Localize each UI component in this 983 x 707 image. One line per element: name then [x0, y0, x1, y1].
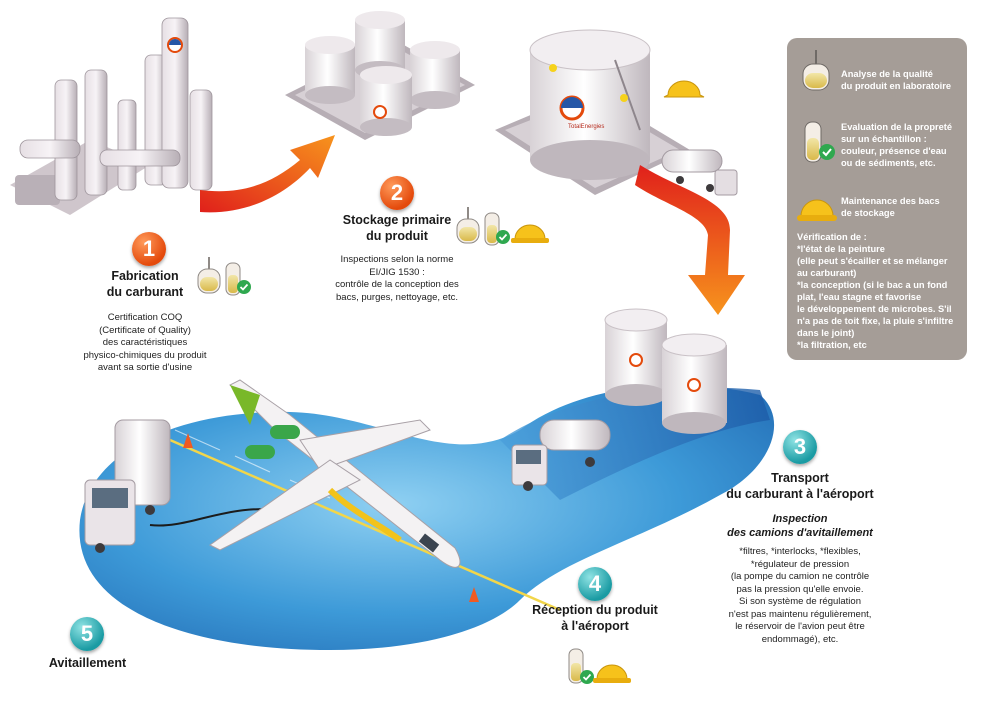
lab-flask-icon	[197, 257, 221, 294]
legend-lab-analysis-line: Analyse de la qualité	[841, 69, 933, 79]
check-icon	[496, 230, 510, 244]
legend-sample-eval-line: ou de sédiments, etc.	[841, 158, 936, 168]
step-3-desc-line: endommagé), etc.	[761, 633, 839, 645]
step-3-title: Transport du carburant à l'aéroport	[715, 470, 885, 502]
step-5-title: Avitaillement	[48, 656, 127, 670]
step-3-desc-line: (la pompe du camion ne contrôle	[730, 571, 870, 582]
step-3-desc-line: *régulateur de pression	[750, 558, 850, 570]
legend-verification-line: *la conception (si le bac a un fond	[797, 280, 948, 290]
step-badge-5: 5	[70, 617, 104, 651]
step-2-description: Inspections selon la norme EI/JIG 1530 :…	[312, 254, 482, 304]
legend-verification-line: plat, l'eau stagne et favorise	[797, 292, 922, 302]
step-3-subtitle-line: Inspection	[772, 513, 828, 525]
step-3-desc-line: le réservoir de l'avion peut être	[735, 621, 865, 632]
hard-hat-icon	[593, 664, 631, 683]
legend-verification-line: *l'état de la peinture	[797, 244, 885, 254]
step-1-description: Certification COQ (Certificate of Qualit…	[70, 312, 220, 375]
tanker-truck-depot	[661, 149, 738, 196]
hard-hat-icon	[797, 199, 837, 221]
test-tube-icon	[225, 262, 241, 296]
step-1-title-line: du carburant	[106, 285, 184, 299]
check-icon	[580, 670, 594, 684]
tanker-truck-road	[511, 419, 611, 491]
legend-verification-line: au carburant)	[797, 268, 857, 278]
legend-panel: Analyse de la qualité du produit en labo…	[787, 38, 967, 360]
step-1-title-line: Fabrication	[111, 269, 179, 283]
step-4-title: Réception du produit à l'aéroport	[515, 602, 675, 634]
legend-lab-analysis-line: du produit en laboratoire	[841, 81, 952, 91]
legend-lab-analysis: Analyse de la qualité du produit en labo…	[841, 68, 965, 92]
step-1-desc-line: Certification COQ	[107, 312, 183, 323]
test-tube-check-icon	[804, 121, 835, 163]
step-3-desc-line: pas la pression qu'elle envoie.	[736, 583, 864, 595]
step-3-title-line: du carburant à l'aéroport	[726, 487, 874, 501]
step-3-desc-line: n'est pas maintenu régulièrement,	[728, 608, 872, 620]
step-1-desc-line: des caractéristiques	[102, 337, 188, 348]
step-1-desc-line: physico-chimiques du produit	[83, 349, 207, 361]
test-tube-icon	[568, 648, 584, 684]
step-4-title-line: à l'aéroport	[561, 619, 629, 633]
legend-sample-eval-line: Evaluation de la propreté	[841, 122, 953, 132]
step-3-desc-line: *filtres, *interlocks, *flexibles,	[739, 546, 861, 557]
legend-sample-eval-line: sur un échantillon :	[841, 134, 927, 144]
check-icon	[237, 280, 251, 294]
test-tube-icon	[484, 212, 500, 246]
step-2-title-line: du produit	[366, 229, 428, 243]
legend-verification-line: le développement de microbes. S'il	[797, 304, 952, 314]
step-1-desc-line: (Certificate of Quality)	[99, 324, 191, 336]
step-2-desc-line: Inspections selon la norme	[340, 254, 454, 265]
step-2-title: Stockage primaire du produit	[327, 212, 467, 244]
step-3-subtitle: Inspection des camions d'avitaillement	[715, 512, 885, 540]
step-2-desc-line: bacs, purges, nettoyage, etc.	[336, 291, 458, 303]
step-badge-1: 1	[132, 232, 166, 266]
step-2-desc-line: EI/JIG 1530 :	[369, 266, 425, 278]
step-3-title-line: Transport	[771, 471, 829, 485]
step-3-desc-line: Si son système de régulation	[739, 596, 861, 607]
legend-verification-line: *la filtration, etc	[797, 340, 867, 350]
primary-storage-tanks	[285, 11, 475, 140]
legend-verification-line: dans le joint)	[797, 328, 855, 338]
step-3-subtitle-line: des camions d'avitaillement	[727, 527, 873, 539]
step-1-desc-line: avant sa sortie d'usine	[97, 362, 193, 373]
lab-flask-icon	[802, 50, 830, 91]
legend-verification-line: Vérification de :	[797, 232, 867, 242]
step-1-title: Fabrication du carburant	[85, 268, 205, 300]
step-4-icons	[568, 648, 631, 684]
legend-verification-line: (elle peut s'écailler et se mélanger	[797, 256, 948, 266]
legend-sample-eval-line: couleur, présence d'eau	[841, 146, 947, 156]
step-badge-2: 2	[380, 176, 414, 210]
legend-sample-eval: Evaluation de la propreté sur un échanti…	[841, 121, 965, 169]
lab-flask-icon	[456, 207, 480, 244]
step-4-title-line: Réception du produit	[532, 603, 658, 617]
refinery	[10, 17, 213, 215]
refuelling-truck	[84, 419, 479, 602]
step-badge-3: 3	[783, 430, 817, 464]
airport-storage-tanks	[604, 308, 727, 434]
svg-text:TotalEnergies: TotalEnergies	[568, 124, 604, 130]
step-3-description: *filtres, *interlocks, *flexibles, *régu…	[715, 546, 885, 646]
legend-tank-maintenance: Maintenance des bacs de stockage	[841, 195, 965, 219]
step-2-desc-line: contrôle de la conception des	[335, 279, 459, 290]
legend-tank-maintenance-line: Maintenance des bacs	[841, 196, 940, 206]
legend-verification-line: n'a pas de toit fixe, la pluie s'infiltr…	[797, 316, 954, 326]
airplane	[209, 379, 461, 568]
step-2-title-line: Stockage primaire	[342, 213, 452, 227]
step-badge-4: 4	[578, 567, 612, 601]
hard-hat-icon	[511, 224, 549, 243]
step-2-icons	[456, 207, 549, 246]
flow-arrow-storage-airport	[635, 165, 745, 315]
step-1-lab-icons	[197, 257, 251, 296]
flow-arrow-1-2	[200, 135, 335, 213]
legend-tank-maintenance-line: de stockage	[841, 208, 895, 218]
legend-verification: Vérification de : *l'état de la peinture…	[797, 231, 965, 351]
